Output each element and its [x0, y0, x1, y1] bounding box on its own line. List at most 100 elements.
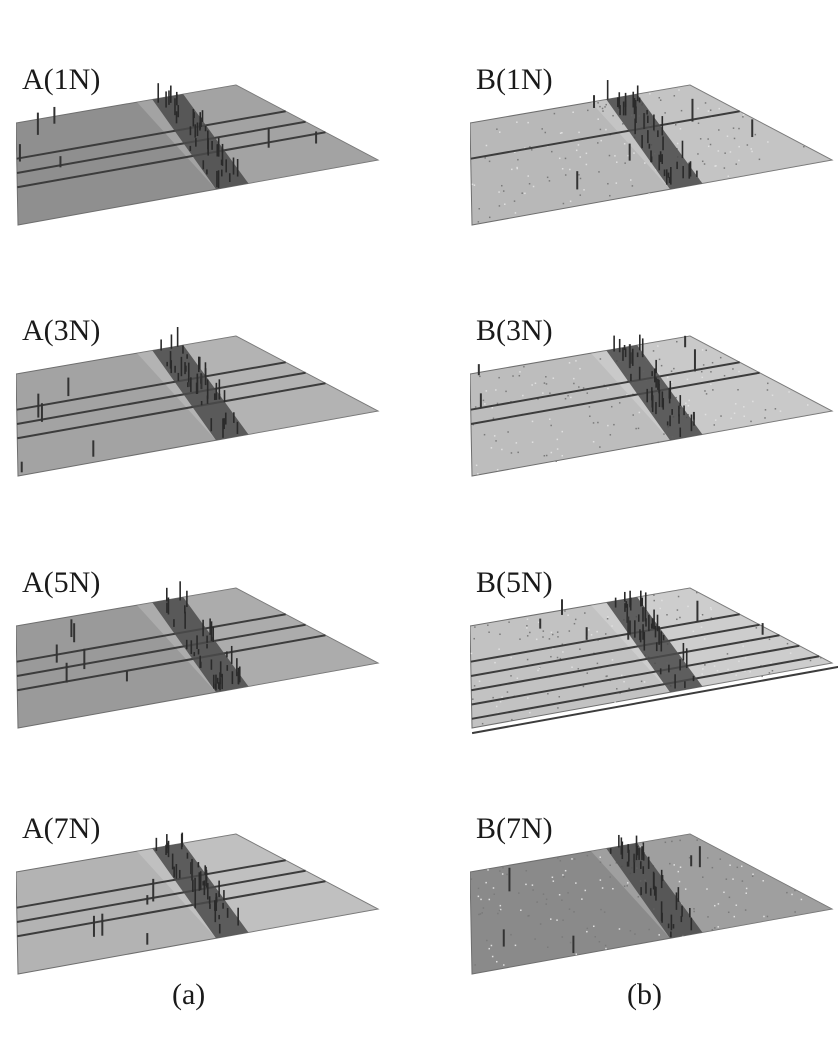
texture-speck: [529, 711, 531, 714]
texture-speck: [498, 205, 501, 207]
texture-speck: [507, 431, 509, 433]
texture-speck: [687, 413, 689, 416]
texture-speck: [758, 158, 761, 161]
texture-speck: [638, 411, 641, 414]
texture-speck: [584, 889, 587, 892]
texture-speck: [573, 377, 575, 380]
texture-speck: [516, 121, 518, 123]
texture-speck: [589, 415, 591, 417]
texture-speck: [499, 904, 502, 907]
texture-speck: [578, 131, 580, 134]
texture-speck: [732, 127, 735, 129]
texture-speck: [551, 150, 553, 153]
texture-speck: [569, 941, 572, 944]
texture-speck: [587, 629, 590, 631]
texture-speck: [534, 382, 537, 385]
texture-speck: [477, 895, 480, 898]
texture-speck: [728, 896, 731, 899]
texture-speck: [555, 460, 557, 462]
surface-plot: [16, 327, 380, 477]
texture-speck: [632, 414, 634, 416]
texture-speck: [511, 718, 513, 721]
surface-panel-b-7n: B(7N): [470, 814, 838, 1044]
texture-speck: [569, 168, 571, 171]
texture-speck: [597, 118, 599, 120]
scratch-groove: [470, 371, 760, 425]
scratch-groove: [17, 634, 326, 692]
texture-speck: [488, 898, 491, 901]
texture-speck: [490, 944, 493, 947]
texture-speck: [571, 858, 573, 860]
texture-speck: [599, 358, 602, 360]
texture-speck: [732, 368, 734, 370]
texture-speck: [699, 138, 702, 140]
texture-speck: [523, 365, 525, 368]
texture-speck: [478, 680, 481, 682]
texture-speck: [716, 669, 719, 672]
texture-speck: [676, 609, 679, 611]
texture-speck: [623, 143, 626, 145]
texture-speck: [586, 854, 589, 857]
texture-speck: [766, 915, 769, 918]
surface-sheen: [591, 588, 832, 693]
texture-speck: [481, 722, 484, 725]
texture-speck: [738, 127, 740, 130]
panel-label: B(5N): [476, 566, 553, 599]
texture-speck: [720, 415, 722, 417]
surface-plot: [16, 83, 380, 226]
surface-panel-a-5n: A(5N): [16, 568, 396, 798]
texture-speck: [803, 145, 805, 148]
surface-plot: [16, 832, 380, 975]
texture-speck: [608, 154, 611, 157]
texture-speck: [496, 402, 499, 405]
texture-speck: [752, 873, 754, 875]
panel-label: A(1N): [22, 63, 101, 96]
texture-speck: [488, 160, 491, 163]
texture-speck: [712, 389, 714, 391]
texture-speck: [581, 898, 583, 900]
texture-speck: [658, 96, 661, 99]
texture-speck: [789, 652, 792, 654]
texture-speck: [730, 417, 732, 420]
texture-speck: [568, 908, 571, 910]
texture-speck: [562, 874, 564, 876]
texture-speck: [631, 185, 634, 187]
texture-speck: [492, 887, 495, 889]
texture-speck: [616, 161, 618, 163]
texture-speck: [502, 190, 505, 192]
texture-speck: [697, 122, 700, 125]
texture-speck: [503, 964, 505, 966]
texture-speck: [526, 618, 529, 621]
texture-speck: [626, 394, 628, 396]
surface-panel-b-3n: B(3N): [470, 316, 838, 546]
texture-speck: [609, 864, 611, 866]
texture-speck: [473, 685, 476, 687]
wear-track: [152, 345, 249, 441]
texture-speck: [605, 128, 607, 131]
texture-speck: [744, 909, 747, 911]
texture-speck: [573, 382, 575, 385]
texture-speck: [542, 392, 544, 394]
texture-speck: [602, 110, 604, 112]
texture-speck: [590, 634, 593, 636]
texture-speck: [596, 662, 599, 665]
texture-speck: [768, 672, 771, 674]
texture-speck: [764, 409, 767, 411]
texture-speck: [598, 171, 600, 173]
texture-speck: [473, 184, 476, 186]
texture-speck: [525, 883, 527, 886]
texture-speck: [592, 440, 595, 443]
texture-speck: [676, 340, 678, 343]
texture-speck: [752, 400, 754, 403]
texture-speck: [719, 858, 722, 860]
texture-speck: [547, 692, 549, 695]
texture-speck: [556, 656, 559, 659]
texture-speck: [709, 607, 712, 609]
texture-speck: [470, 652, 473, 655]
texture-speck: [703, 638, 706, 640]
texture-speck: [501, 696, 503, 698]
texture-speck: [561, 132, 563, 134]
texture-speck: [502, 867, 504, 869]
surface-panel-b-1n: B(1N): [470, 65, 838, 295]
texture-speck: [568, 362, 571, 364]
